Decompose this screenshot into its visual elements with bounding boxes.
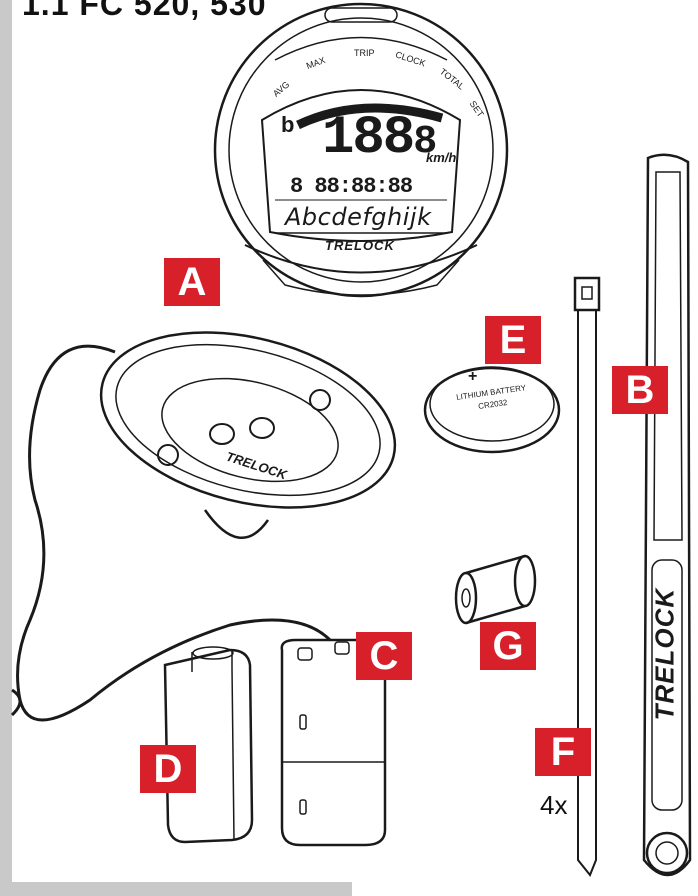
- speed-unit: km/h: [426, 150, 457, 165]
- coin-battery: [423, 366, 561, 454]
- computer-brand: TRELOCK: [325, 238, 395, 253]
- spoke-magnet: [454, 554, 537, 625]
- speed-decimal: 8: [413, 120, 437, 165]
- frame-left: [0, 0, 12, 882]
- tag-d-box: [140, 745, 196, 793]
- tag-b: B: [625, 368, 655, 412]
- rubber-strap: [642, 153, 692, 877]
- battery-plus: +: [468, 368, 478, 385]
- tag-f: F: [550, 730, 576, 774]
- tag-g-box: [480, 622, 536, 670]
- tag-c: C: [369, 634, 399, 678]
- text-line: Abcdefghijk: [285, 203, 432, 231]
- tag-a: A: [177, 260, 207, 304]
- bike-computer: [213, 2, 509, 298]
- header-title: 1.1 FC 520, 530: [22, 0, 267, 22]
- cable-tie: [573, 276, 601, 877]
- strap-brand: TRELOCK: [649, 587, 680, 721]
- tag-f-box: [535, 728, 591, 776]
- sensor-holder: [163, 646, 254, 844]
- speed-digits: 188: [322, 108, 415, 169]
- tag-d: D: [153, 747, 183, 791]
- mode-label-trip: TRIP: [354, 48, 375, 58]
- odometer-readout: 8 88:88:88: [290, 174, 413, 199]
- quantity-f: 4x: [540, 790, 568, 820]
- tag-b-box: [612, 366, 668, 414]
- tag-g: G: [492, 624, 524, 668]
- tag-c-box: [356, 632, 412, 680]
- handlebar-mount: [10, 331, 397, 722]
- tag-a-box: [164, 258, 220, 306]
- tag-e: E: [499, 318, 527, 362]
- tag-e-box: [485, 316, 541, 364]
- speed-sensor: [280, 638, 387, 847]
- speed-readout: 1888: [322, 112, 437, 166]
- indicator-b: b: [281, 112, 295, 137]
- frame-bottom: [0, 882, 352, 896]
